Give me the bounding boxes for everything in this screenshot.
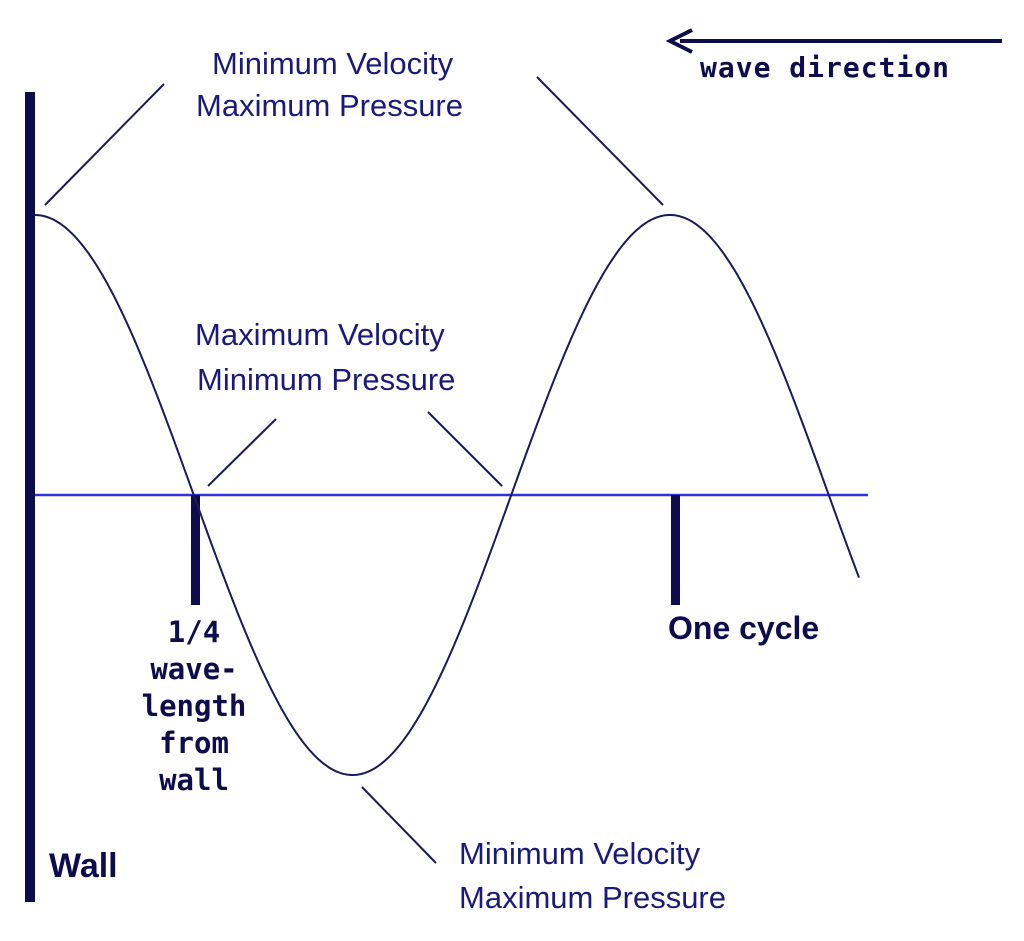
label-top-pressure: Maximum Pressure (196, 88, 463, 123)
label-middle-pressure: Minimum Pressure (197, 362, 456, 397)
quarter-line-1: 1/4 (167, 615, 221, 649)
wave-direction-arrowhead (665, 28, 693, 54)
label-wall: Wall (49, 847, 118, 885)
pointer-top-right (536, 76, 664, 206)
label-bottom-velocity: Minimum Velocity (459, 836, 701, 871)
quarter-line-2: wave- (150, 652, 238, 686)
label-bottom-pressure: Maximum Pressure (459, 880, 726, 915)
quarter-line-5: wall (159, 763, 229, 797)
label-wave-direction: wave direction (700, 51, 951, 84)
label-quarter-wavelength: 1/4 wave- length from wall (134, 614, 254, 799)
pointer-middle-right (427, 411, 503, 487)
quarter-line-3: length (141, 689, 247, 723)
one-cycle-tick (671, 495, 680, 605)
quarter-line-4: from (159, 726, 229, 760)
quarter-wavelength-tick (191, 495, 200, 605)
wall-bar (25, 92, 35, 902)
pointer-bottom (361, 786, 437, 864)
label-top-velocity: Minimum Velocity (212, 46, 454, 81)
standing-wave-curve (34, 214, 860, 776)
pointer-top-left (44, 83, 165, 206)
label-middle-velocity: Maximum Velocity (195, 317, 445, 352)
label-one-cycle: One cycle (668, 610, 820, 646)
pointer-middle-left (207, 418, 277, 487)
